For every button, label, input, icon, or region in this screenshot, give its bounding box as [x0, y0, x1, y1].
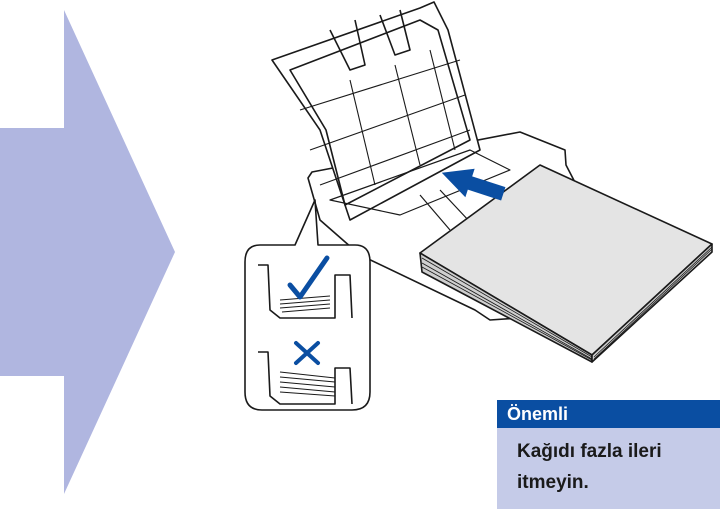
important-note: Önemli Kağıdı fazla ileri itmeyin.	[497, 400, 720, 509]
note-title: Önemli	[497, 400, 720, 428]
big-right-arrow	[0, 0, 180, 509]
note-text: Kağıdı fazla ileri itmeyin.	[497, 428, 720, 498]
note-text-line2: itmeyin.	[517, 467, 720, 498]
note-text-line1: Kağıdı fazla ileri	[517, 436, 720, 467]
paper-tray-illustration	[230, 0, 720, 420]
